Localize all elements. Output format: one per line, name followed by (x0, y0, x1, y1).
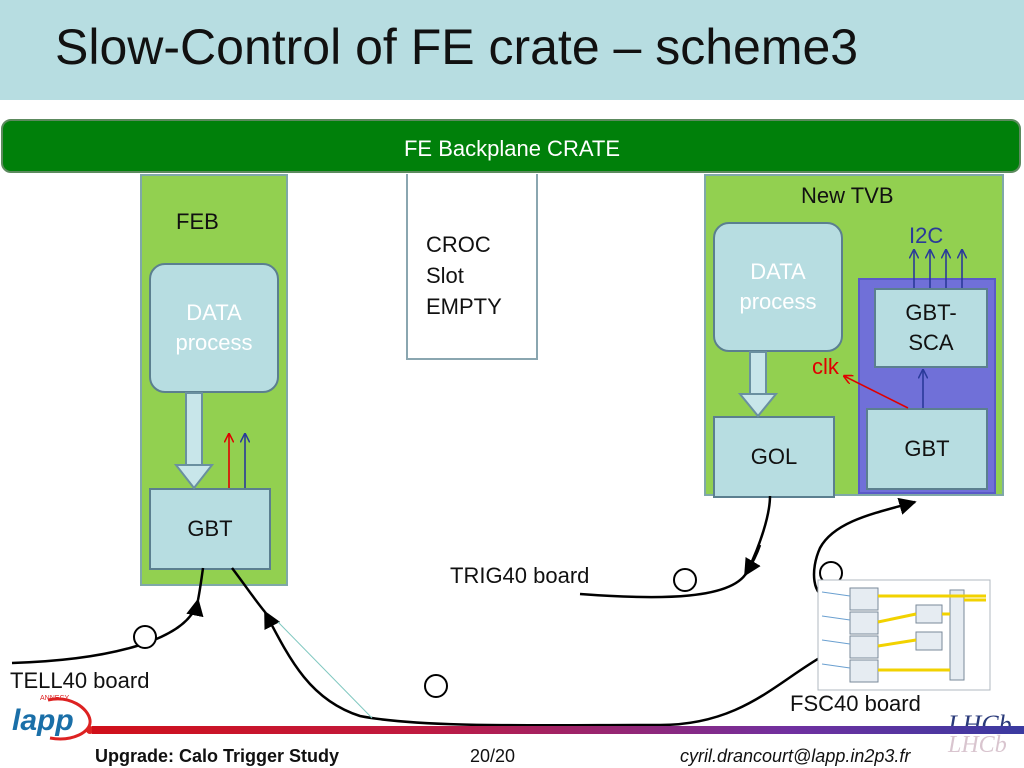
footer-title: Upgrade: Calo Trigger Study (95, 746, 340, 766)
svg-text:lapp: lapp (12, 704, 74, 737)
tvb-gol-label: GOL (750, 444, 798, 469)
gbt-sca-line2: SCA (908, 330, 954, 355)
trig40-fiber-circle (673, 568, 697, 592)
tell40-fiber-circle (133, 625, 157, 649)
fsc40-board-image (817, 579, 991, 691)
feb-data-process-label: DATA process (175, 300, 253, 355)
tell40-board-label: TELL40 board (10, 668, 150, 693)
tvb-data-process-box: DATA process (713, 222, 843, 352)
feb-label: FEB (176, 209, 219, 234)
fsc40-to-feb-link (263, 610, 861, 727)
footer-email: cyril.drancourt@lapp.in2p3.fr (680, 746, 911, 766)
feb-gbt-box: GBT (149, 488, 271, 570)
thin-cyan-line (277, 621, 373, 719)
trig40-board-label: TRIG40 board (450, 563, 590, 588)
clk-arrow (844, 376, 909, 409)
tvb-data-to-gol-arrow (737, 351, 779, 418)
feb-gbt-label: GBT (187, 516, 233, 541)
tvb-data-process-label: DATA process (739, 259, 817, 314)
trig40-arrowhead (743, 544, 762, 577)
footer-page-number: 20/20 (470, 746, 516, 766)
croc-line3: EMPTY (426, 294, 502, 319)
tvb-gol-box: GOL (713, 416, 835, 498)
gbt-sca-box: GBT- SCA (874, 288, 988, 368)
trig40-link (579, 495, 772, 599)
tvb-gbt-box: GBT (866, 408, 988, 490)
fsc40-to-tvb-link (812, 497, 917, 600)
tvb-gbt-label: GBT (904, 436, 950, 461)
clk-label: clk (812, 354, 839, 379)
feb-gbt-downlink (196, 567, 205, 601)
i2c-label: I2C (909, 223, 944, 248)
crate-label: FE Backplane CRATE (403, 136, 620, 161)
svg-text:LHCb: LHCb (947, 732, 1007, 758)
fsc40-feb-fiber-circle (424, 674, 448, 698)
croc-slot (406, 174, 538, 360)
title-bar (0, 0, 1024, 100)
feb-data-process-box: DATA process (149, 263, 279, 393)
gbt-sca-line1: GBT- (905, 300, 957, 325)
feb-gbt-uplink (231, 567, 266, 613)
tell40-link (11, 598, 204, 665)
footer-gradient-line (92, 726, 1024, 734)
tvb-label: New TVB (801, 183, 894, 208)
croc-line1: CROC (426, 232, 491, 257)
lapp-logo: ANNECY lapp (12, 695, 94, 741)
fsc40-board-label: FSC40 board (790, 691, 921, 716)
page-title: Slow-Control of FE crate – scheme3 (55, 19, 859, 75)
i2c-arrows (914, 250, 962, 288)
svg-text:ANNECY: ANNECY (40, 695, 70, 702)
svg-text:LHCb: LHCb (947, 710, 1012, 739)
croc-line2: Slot (426, 263, 464, 288)
fe-backplane-crate (1, 119, 1021, 173)
feb-data-to-gbt-arrow (173, 392, 215, 490)
